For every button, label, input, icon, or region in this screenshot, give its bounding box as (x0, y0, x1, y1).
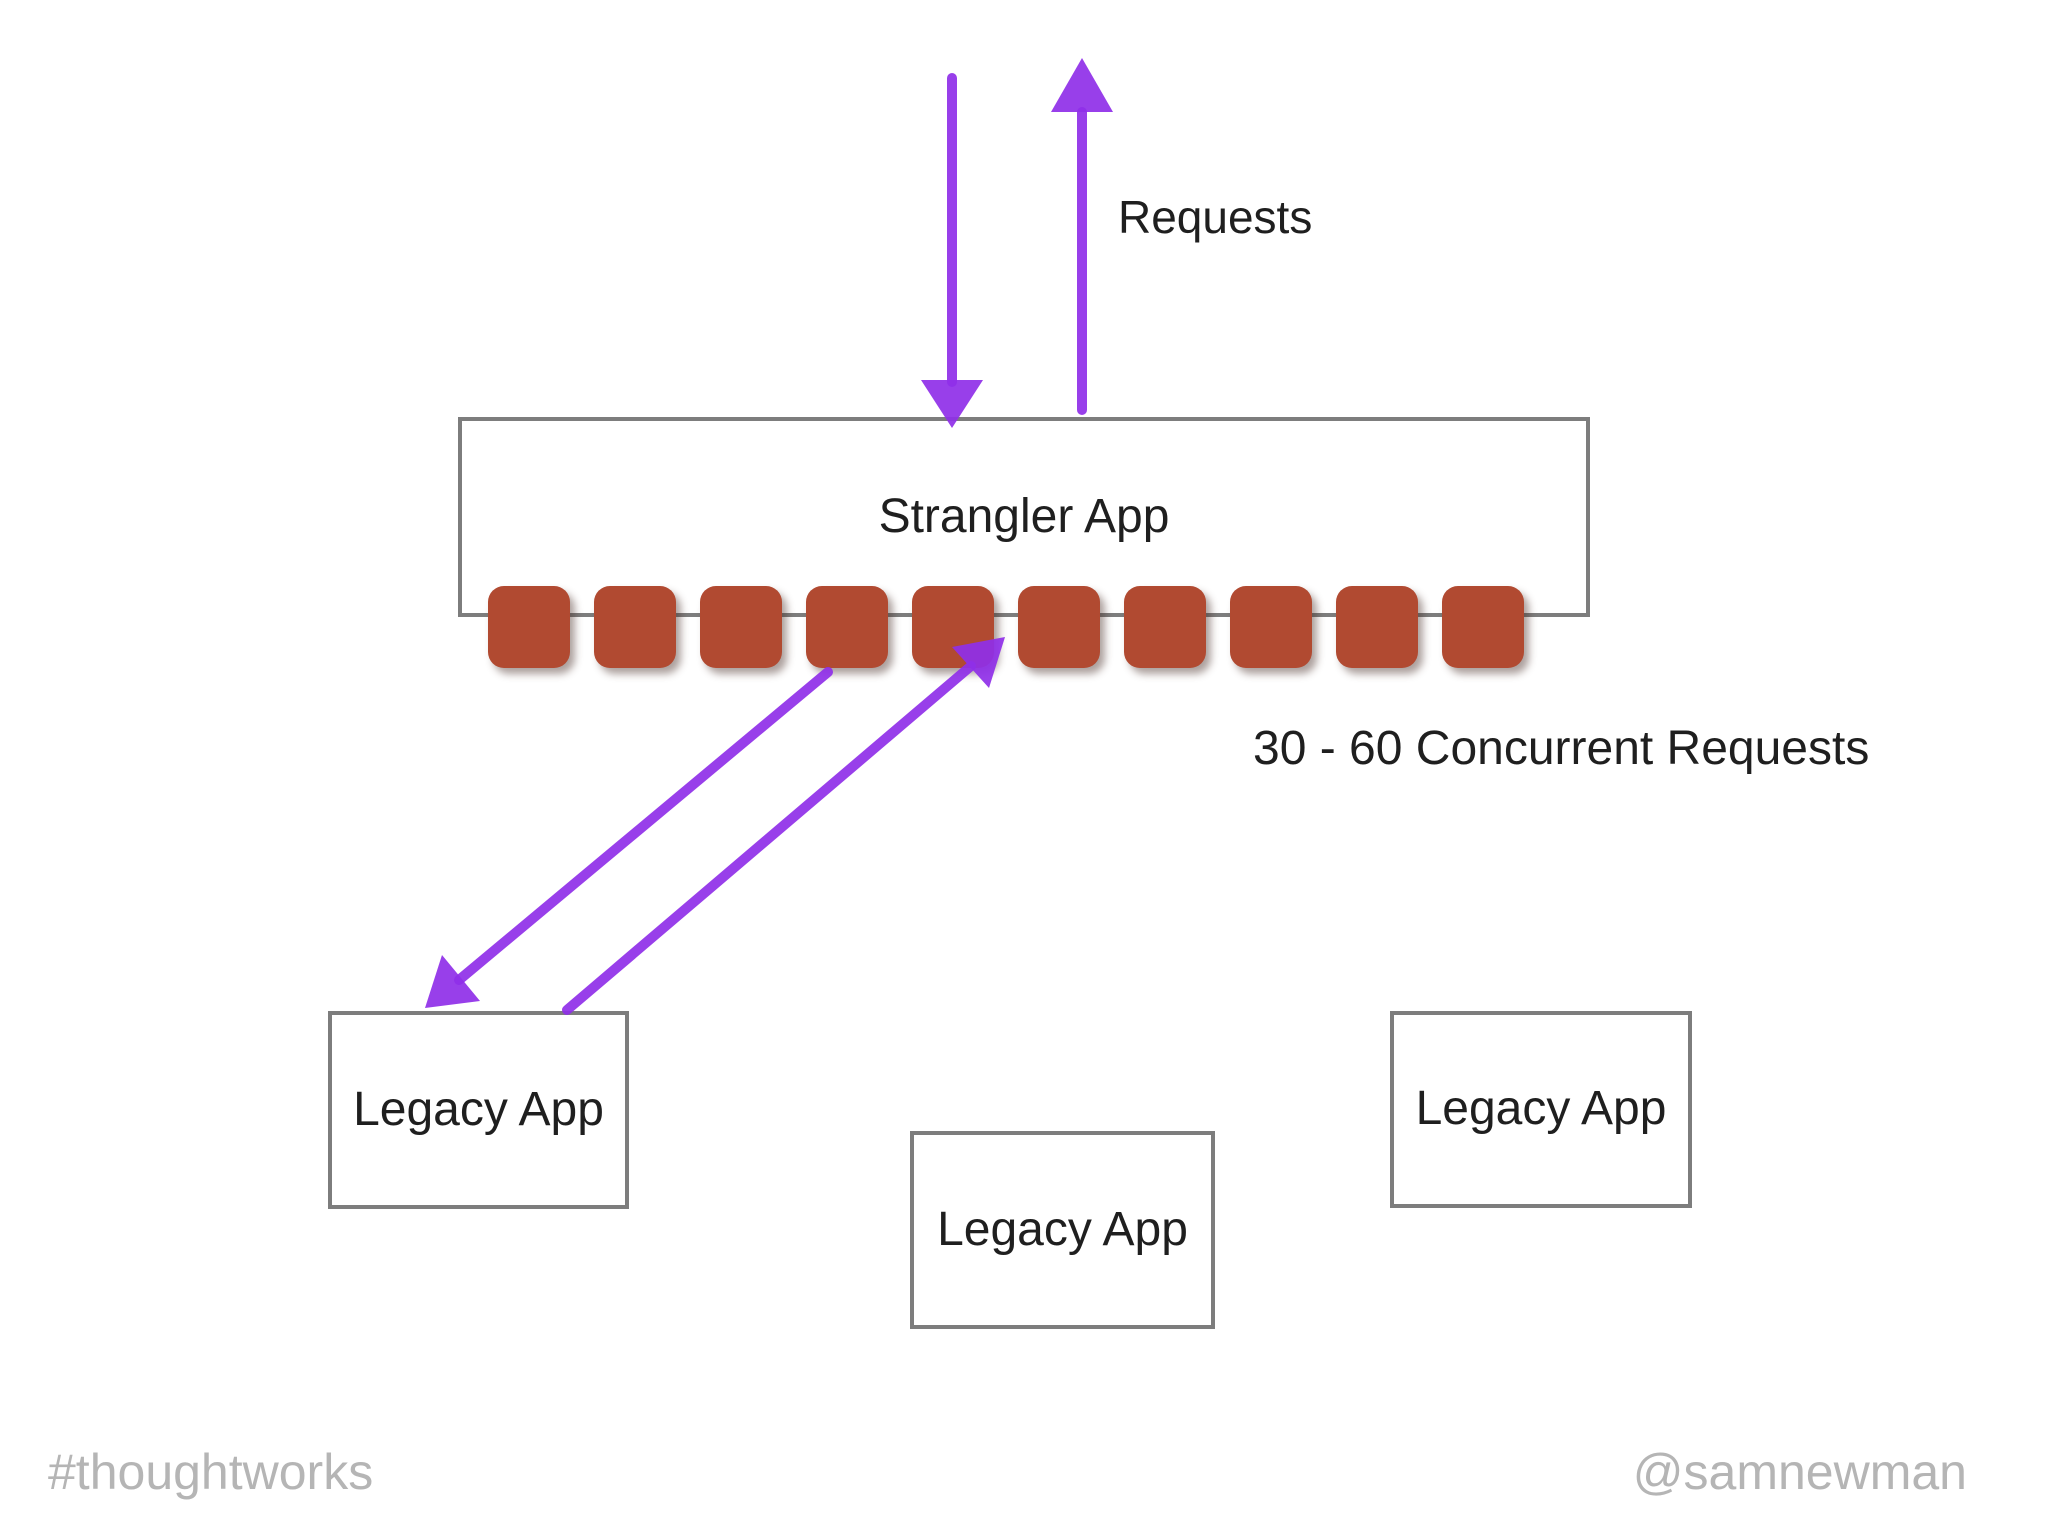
strangler-instance-square (806, 586, 888, 668)
request-inbound-arrow-icon (921, 73, 983, 428)
legacy-app-box-middle: Legacy App (910, 1131, 1215, 1329)
strangler-instance-square (488, 586, 570, 668)
legacy-app-label: Legacy App (937, 1202, 1188, 1256)
strangler-to-legacy-arrow-icon (425, 667, 833, 1008)
legacy-app-box-right: Legacy App (1390, 1011, 1692, 1208)
legacy-app-label: Legacy App (353, 1082, 604, 1136)
legacy-app-box-left: Legacy App (328, 1011, 629, 1209)
strangler-app-label: Strangler App (878, 489, 1170, 543)
strangler-instance-square (1124, 586, 1206, 668)
strangler-instance-square (1018, 586, 1100, 668)
instance-square-row (488, 586, 1524, 668)
thoughtworks-hashtag: #thoughtworks (48, 1444, 374, 1500)
legacy-app-label: Legacy App (1415, 1082, 1667, 1136)
strangler-instance-square (700, 586, 782, 668)
strangler-app-box: Strangler App (458, 417, 1590, 617)
requests-label: Requests (1118, 191, 1313, 243)
samnewman-handle: @samnewman (1632, 1444, 1967, 1500)
request-outbound-arrow-icon (1051, 58, 1113, 415)
legacy-to-strangler-arrow-icon (562, 637, 1005, 1015)
strangler-instance-square (912, 586, 994, 668)
strangler-instance-square (594, 586, 676, 668)
strangler-instance-square (1442, 586, 1524, 668)
strangler-instance-square (1230, 586, 1312, 668)
concurrent-requests-label: 30 - 60 Concurrent Requests (1253, 722, 1870, 775)
strangler-instance-square (1336, 586, 1418, 668)
